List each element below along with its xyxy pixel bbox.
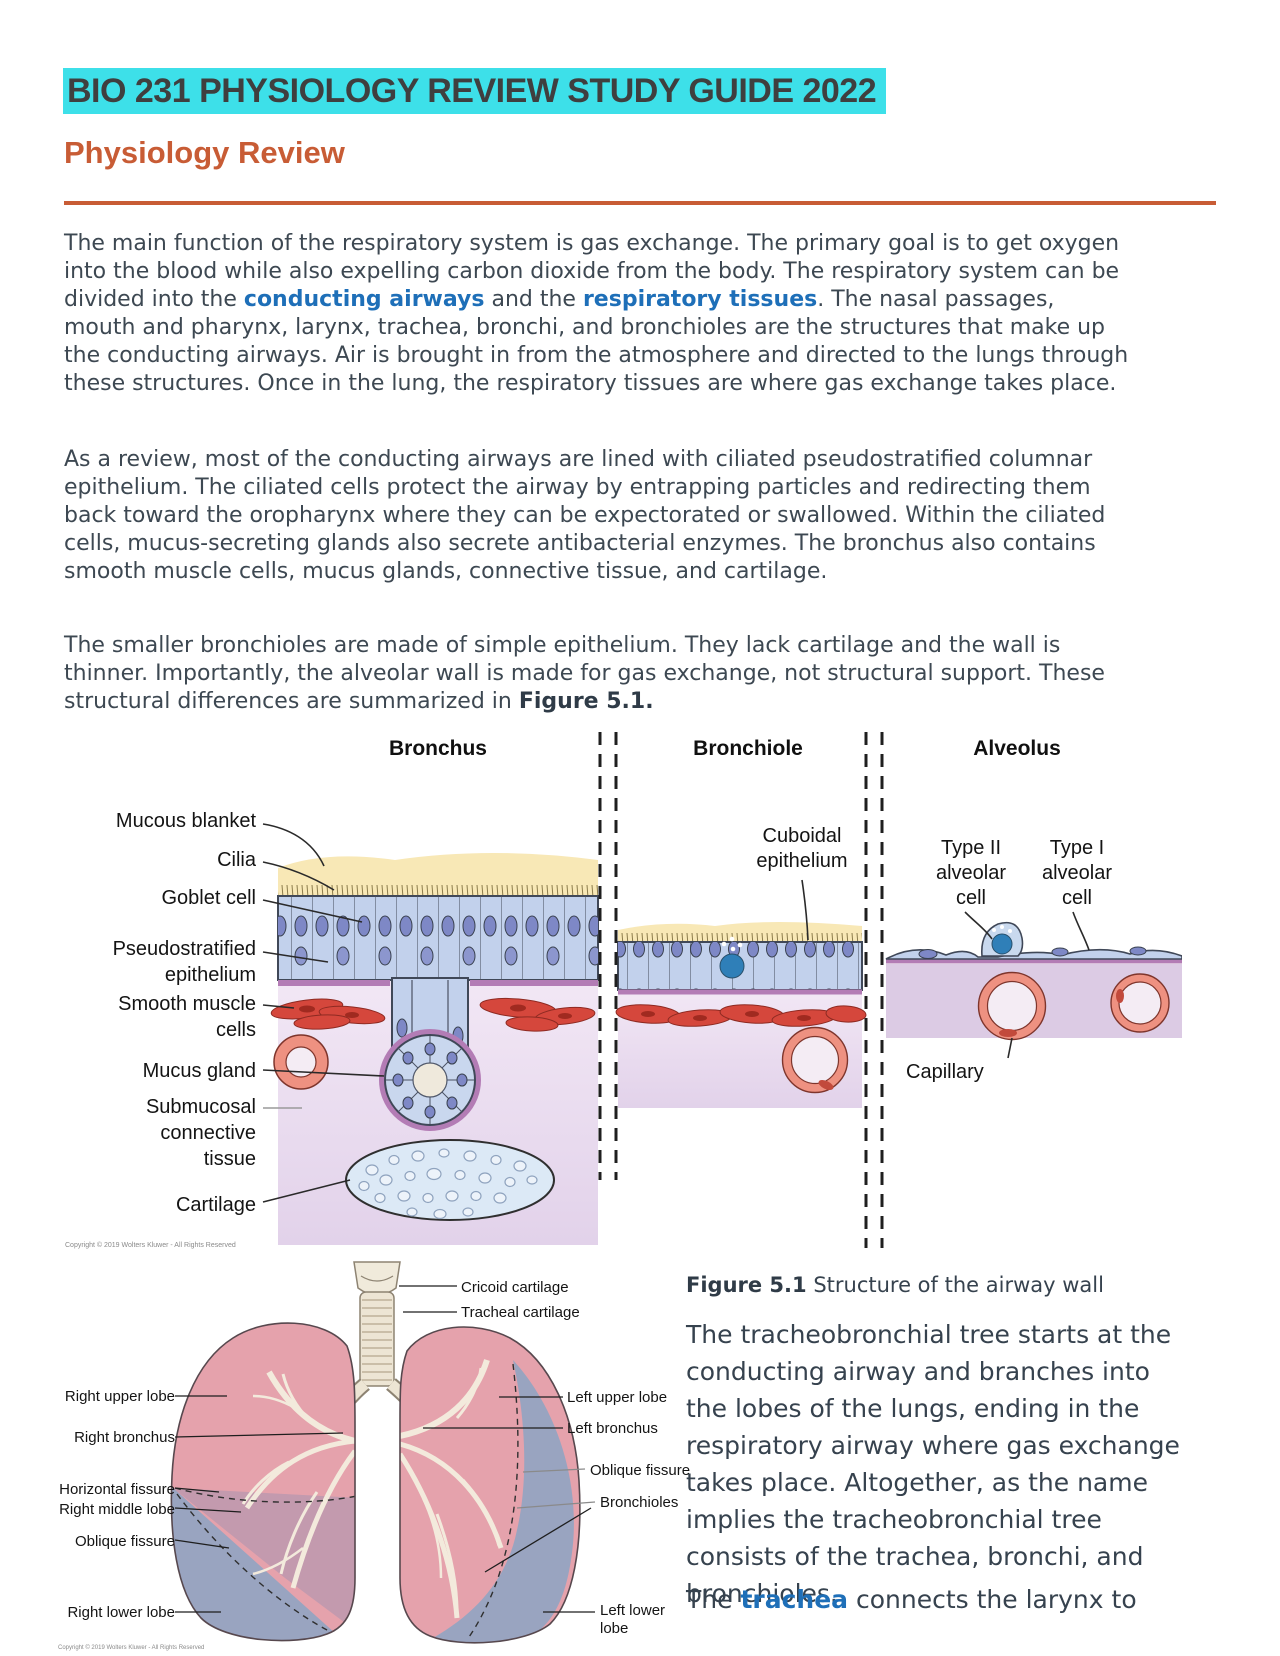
alveolus-art [885,921,1182,1041]
figure2-pointer-lines [174,1285,595,1613]
label-left-upper-lobe: Left upper lobe [567,1389,668,1406]
label-left-bronchus: Left bronchus [567,1420,658,1437]
text-segment: The [686,1585,741,1614]
right-lung-art [170,1322,356,1642]
paragraph-intro: The main function of the respiratory sys… [64,230,1129,398]
figure-airway-wall: Bronchus Bronchiole Alveolus Mucous blan… [60,728,1182,1258]
emphasis-term: trachea [740,1585,849,1614]
label-mucous-blanket: Mucous blanket [115,810,256,832]
label-cilia: Cilia [217,849,256,871]
figure-caption: Figure 5.1 Structure of the airway wall [686,1272,1104,1298]
label-right-bronchus: Right bronchus [74,1429,175,1446]
label-oblique-fissure-right: Oblique fissure [590,1462,691,1479]
page-title: BIO 231 PHYSIOLOGY REVIEW STUDY GUIDE 20… [63,68,887,114]
section-dividers [598,732,884,1248]
figure2-gray-pointer-lines [516,1468,596,1509]
text-segment: Structure of the airway wall [806,1273,1104,1297]
text-segment: connects the larynx to [848,1585,1137,1614]
label-tracheal-cartilage: Tracheal cartilage [461,1304,580,1321]
label-horizontal-fissure: Horizontal fissure [59,1481,175,1498]
figure-lungs: Right upper lobe Right bronchus Horizont… [55,1256,710,1656]
label-type1-alveolar-cell: Type I alveolar cell [1041,837,1113,909]
figure1-title-bronchiole: Bronchiole [693,737,803,760]
paragraph-review: As a review, most of the conducting airw… [64,446,1129,586]
label-submucosal-connective-tissue: Submucosal connective tissue [145,1096,256,1170]
text-segment: As a review, most of the conducting airw… [64,447,1106,584]
lungs-illustration [170,1261,596,1644]
paragraph-bronchioles: The smaller bronchioles are made of simp… [64,632,1129,716]
label-capillary: Capillary [906,1061,984,1083]
label-cartilage: Cartilage [175,1194,256,1216]
label-type2-alveolar-cell: Type II alveolar cell [935,837,1007,909]
bronchus-art [270,853,599,1245]
airway-wall-illustration [262,732,1182,1248]
emphasis-term: respiratory tissues [582,287,818,312]
bronchiole-art [615,922,867,1108]
figure1-copyright: Copyright © 2019 Wolters Kluwer - All Ri… [65,1242,236,1249]
heading-divider [64,201,1216,205]
label-bronchioles: Bronchioles [600,1494,679,1511]
label-pseudostratified-epithelium: Pseudostratified epithelium [112,938,256,986]
figure1-title-bronchus: Bronchus [388,737,487,760]
text-segment: . The nasal passages, mouth and pharynx,… [64,287,1129,396]
label-right-upper-lobe: Right upper lobe [64,1388,175,1405]
text-segment: The smaller bronchioles are made of simp… [64,633,1105,714]
trachea-paragraph: The trachea connects the larynx to [686,1583,1191,1617]
figure1-title-alveolus: Alveolus [973,737,1061,760]
emphasis-term: Figure 5.1 [686,1273,807,1297]
label-right-middle-lobe: Right middle lobe [59,1501,175,1518]
label-cuboidal-epithelium: Cuboidal epithelium [756,825,848,872]
text-segment: and the [484,287,583,312]
emphasis-term: conducting airways [243,287,485,312]
label-mucus-gland: Mucus gland [142,1060,256,1082]
label-goblet-cell: Goblet cell [161,887,257,909]
tracheobronchial-paragraph: The tracheobronchial tree starts at the … [686,1320,1180,1608]
figure2-copyright: Copyright © 2019 Wolters Kluwer - All Ri… [58,1645,205,1651]
label-right-lower-lobe: Right lower lobe [67,1604,175,1621]
left-lung-art [399,1326,581,1644]
label-oblique-fissure-left: Oblique fissure [74,1533,175,1550]
section-heading: Physiology Review [64,135,345,170]
label-smooth-muscle-cells: Smooth muscle cells [118,993,256,1041]
label-left-lower-lobe: Left lower lobe [600,1602,666,1637]
label-cricoid-cartilage: Cricoid cartilage [461,1279,569,1296]
emphasis-term: Figure 5.1. [518,689,654,714]
figure1-pointer-lines [262,823,1090,1203]
text-segment: The main function of the respiratory sys… [64,231,1120,312]
